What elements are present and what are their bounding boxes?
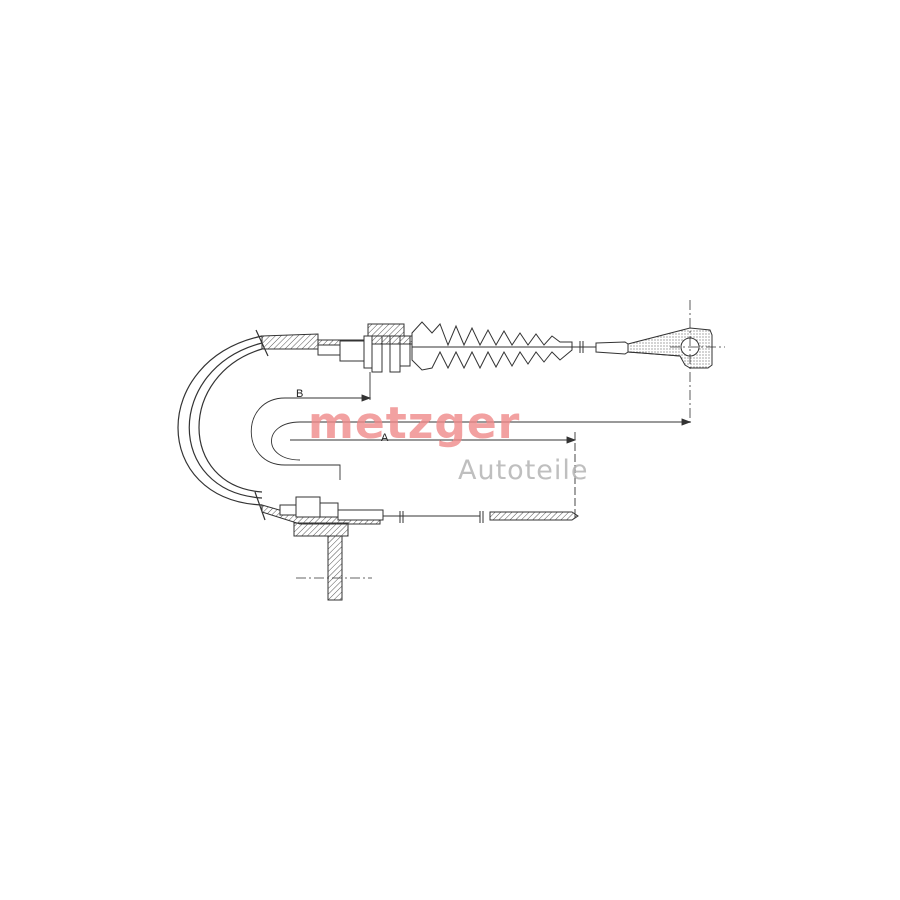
dimension-label-b: B: [296, 388, 304, 400]
eyelet-end: [572, 327, 713, 369]
watermark-subtitle: Autoteile: [458, 455, 589, 486]
cable-sheath: [177, 329, 269, 521]
eyelet-centerline: [670, 300, 725, 425]
lower-cable-end: [261, 496, 579, 601]
dimension-label-a: A: [381, 432, 389, 444]
watermark-brand: metzger: [308, 398, 521, 449]
bellows-boot: [411, 321, 580, 371]
upper-cable-end: [261, 323, 413, 373]
dimension-lines: [250, 372, 692, 520]
